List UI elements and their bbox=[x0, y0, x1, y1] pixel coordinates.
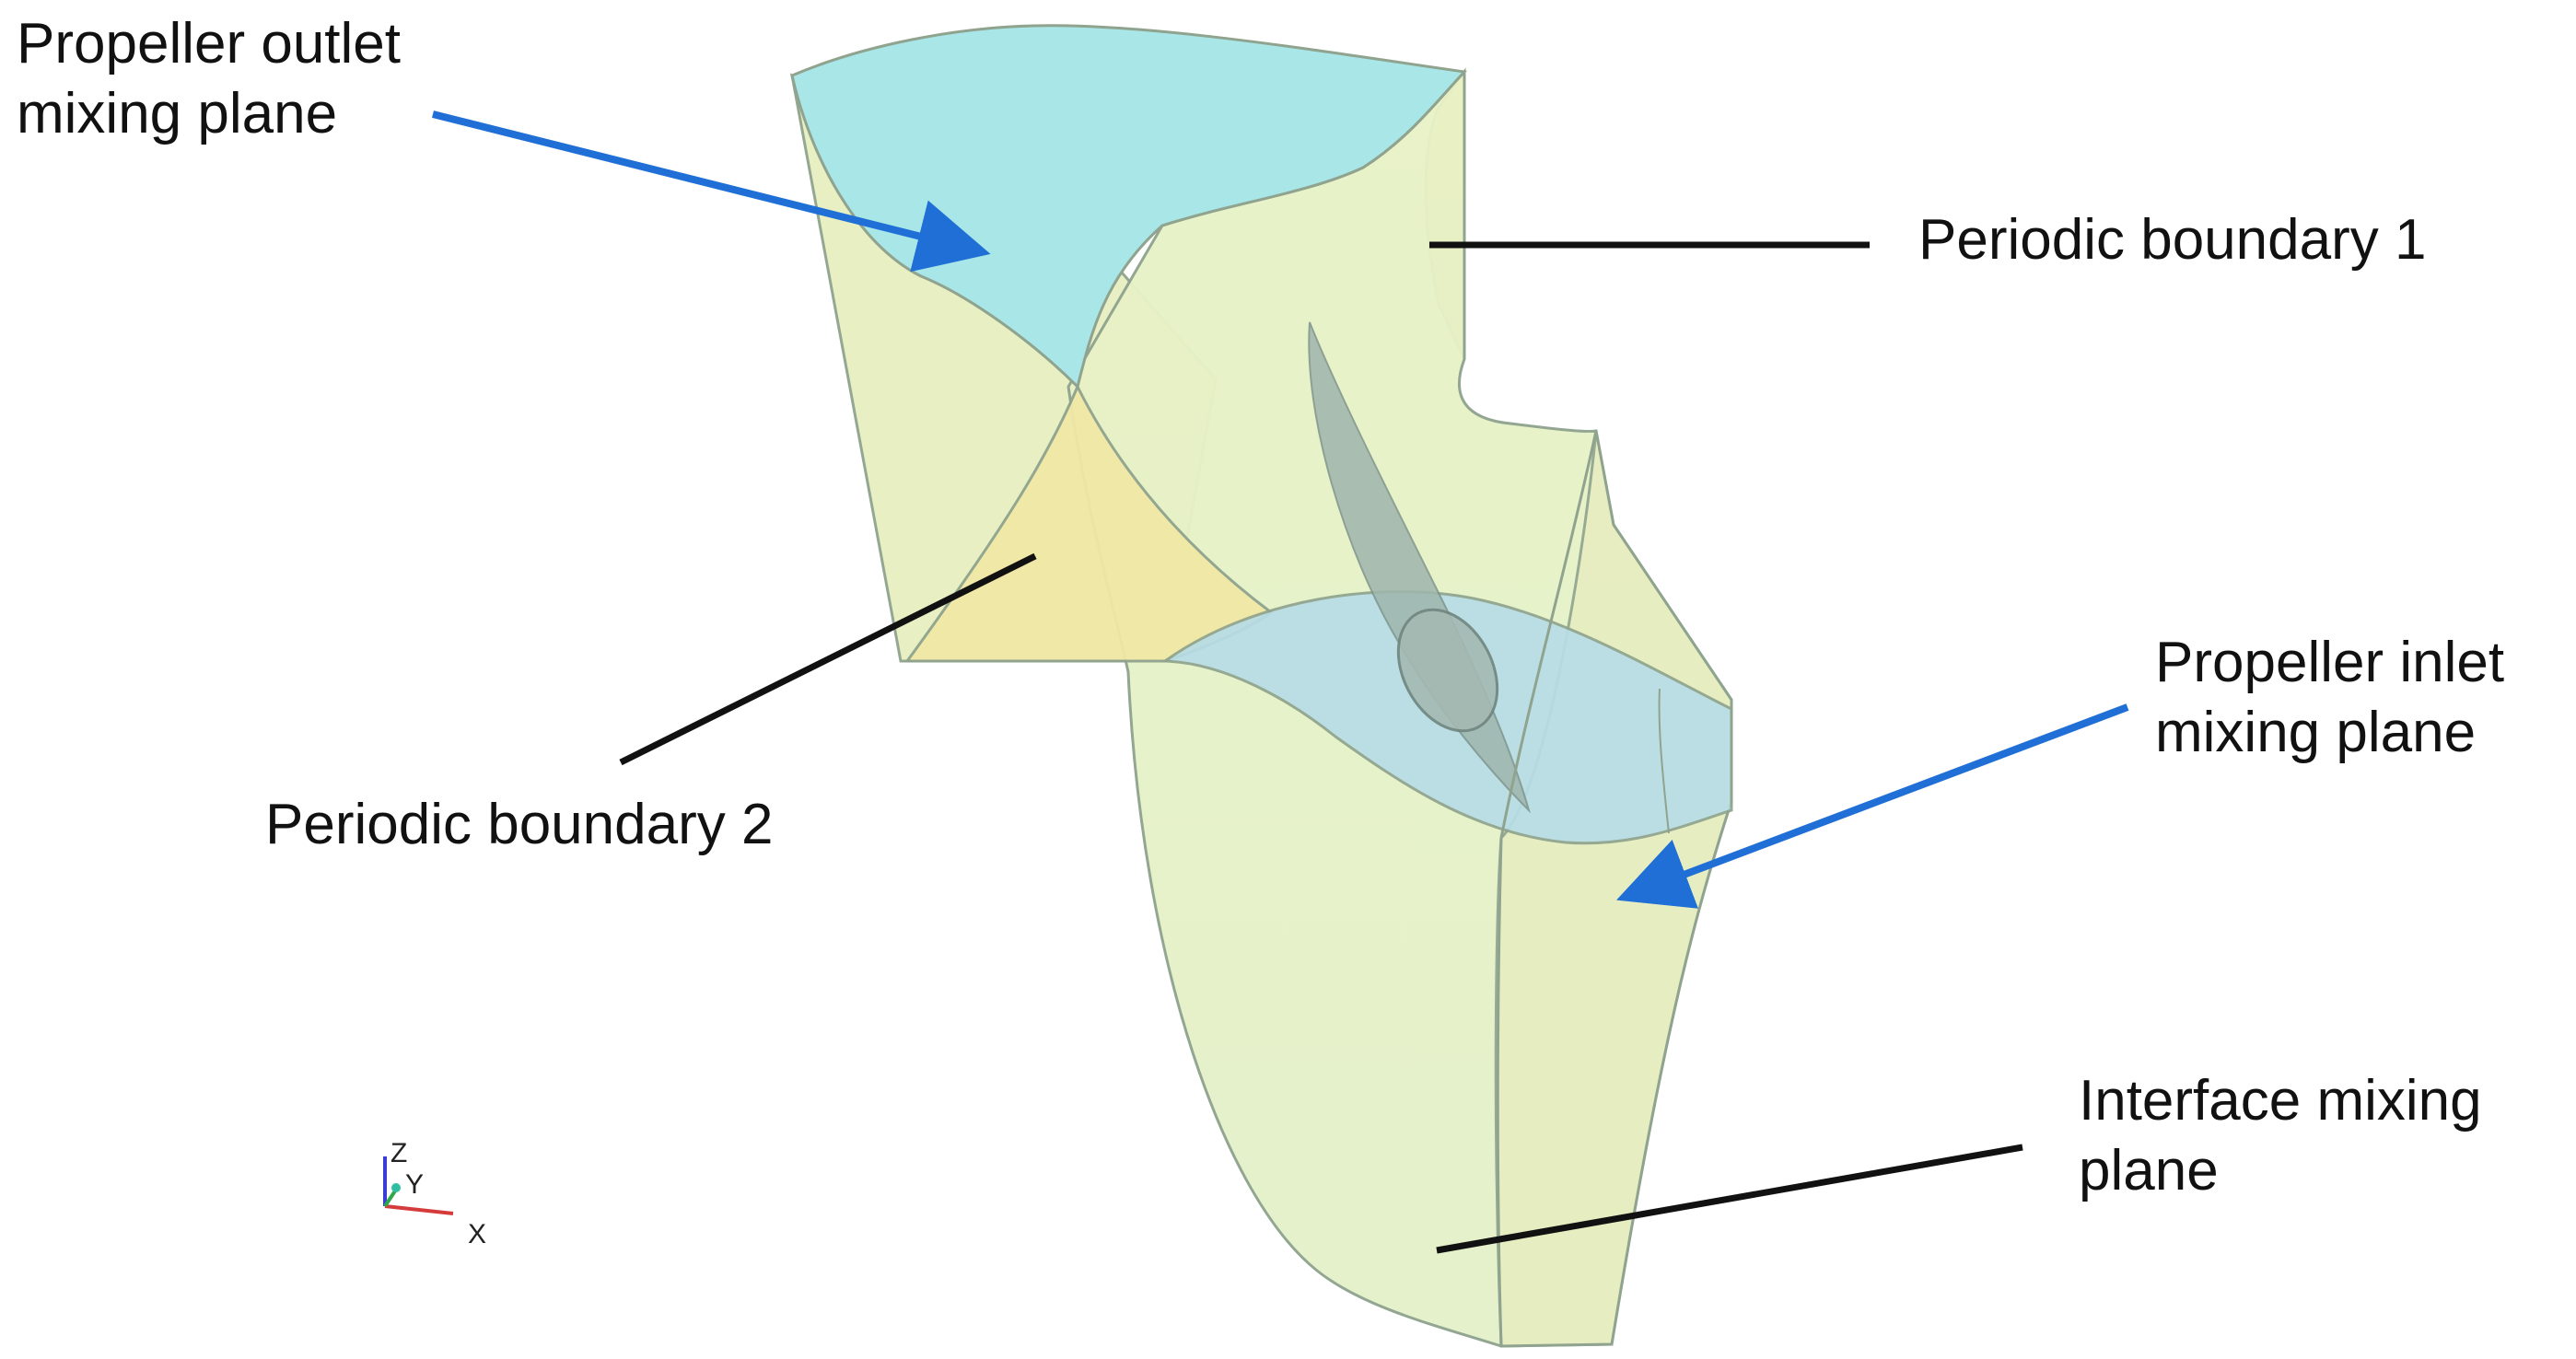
blade-hub-ellipse bbox=[1396, 608, 1499, 733]
axis-x-line bbox=[384, 1204, 454, 1215]
outlet-arrow bbox=[432, 110, 991, 273]
label-line: plane bbox=[2079, 1139, 2219, 1202]
label-interface-mixing-plane: Interface mixing plane bbox=[2079, 1066, 2482, 1206]
axis-y-line bbox=[383, 1188, 398, 1208]
axis-z-label: Z bbox=[390, 1138, 408, 1168]
label-line: Propeller inlet bbox=[2155, 631, 2505, 694]
label-periodic-boundary-2: Periodic boundary 2 bbox=[265, 790, 773, 860]
interior-edge-3 bbox=[1658, 688, 1670, 834]
label-line: Propeller outlet bbox=[17, 12, 402, 76]
axis-triad bbox=[383, 1156, 454, 1215]
label-line: Interface mixing bbox=[2079, 1069, 2482, 1132]
axis-origin bbox=[391, 1183, 401, 1192]
label-propeller-inlet-mixing-plane: Propeller inlet mixing plane bbox=[2155, 628, 2504, 768]
label-line: Periodic boundary 1 bbox=[1918, 208, 2427, 272]
periodic-2-leader bbox=[619, 552, 1037, 766]
interior-edge-2 bbox=[1496, 837, 1503, 1347]
interior-edge-1 bbox=[1499, 430, 1598, 839]
axis-y-label: Y bbox=[405, 1169, 425, 1200]
label-periodic-boundary-1: Periodic boundary 1 bbox=[1918, 205, 2426, 275]
label-line: Periodic boundary 2 bbox=[265, 793, 774, 856]
axis-x-label: X bbox=[468, 1219, 487, 1249]
label-propeller-outlet-mixing-plane: Propeller outlet mixing plane bbox=[17, 9, 401, 149]
label-line: mixing plane bbox=[2155, 701, 2477, 764]
interface-leader bbox=[1436, 1144, 2023, 1254]
label-line: mixing plane bbox=[17, 82, 338, 145]
outlet-mixing-plane-face bbox=[790, 24, 1468, 389]
inlet-arrow bbox=[1616, 703, 2129, 909]
